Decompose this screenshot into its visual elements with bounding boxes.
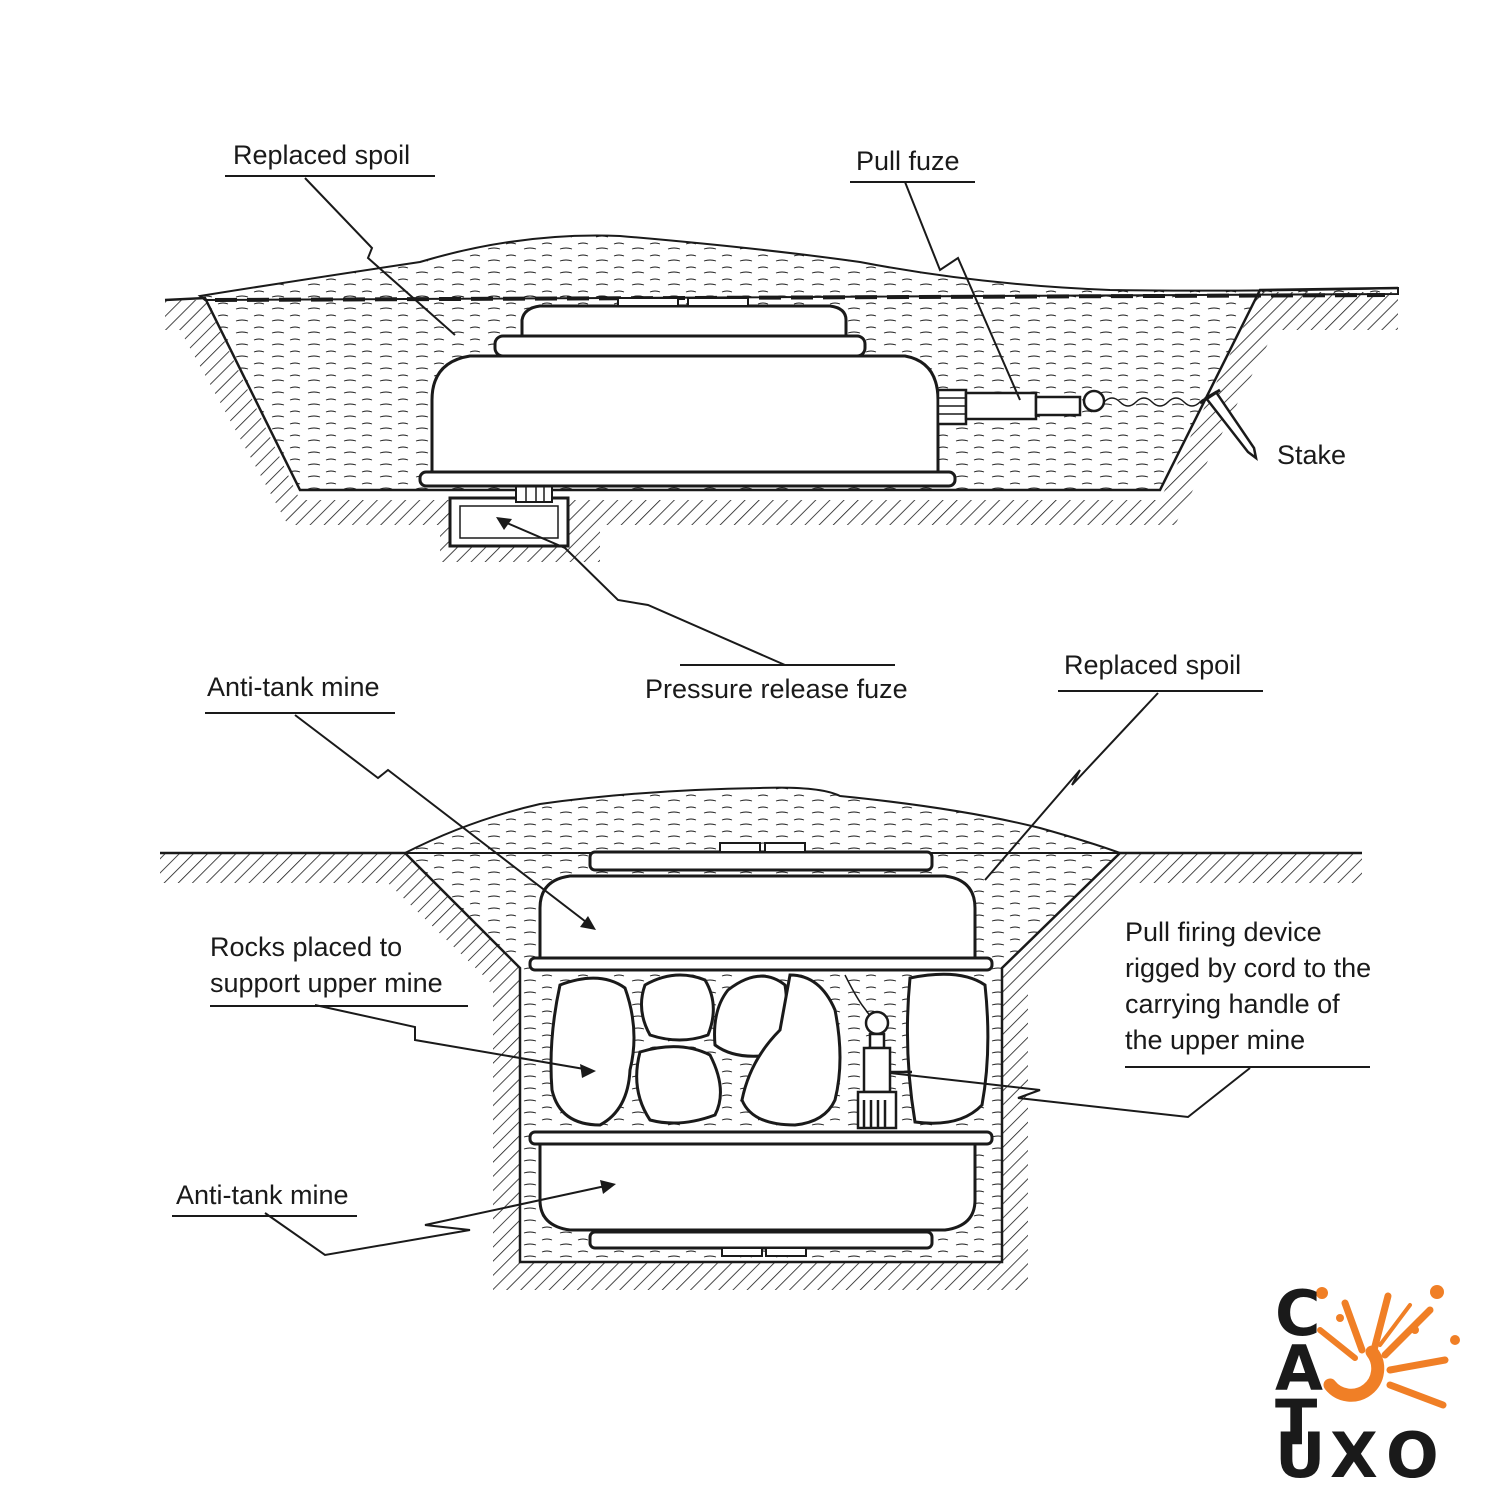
label-pull-fuze: Pull fuze (856, 146, 960, 176)
underline-pull-device (1125, 1066, 1370, 1068)
label-stake: Stake (1277, 440, 1347, 470)
stake (1199, 388, 1258, 461)
leader-pull-firing-device (889, 1067, 1251, 1119)
underline-pull-fuze (850, 181, 975, 183)
leader-pressure-release-fuze (499, 519, 786, 666)
leader-pull-fuze (904, 181, 1021, 401)
underline-rocks (210, 1005, 468, 1007)
logo-burst-icon (1316, 1285, 1460, 1409)
logo-letter-u: U (1275, 1419, 1326, 1492)
logo-letter-a: A (1275, 1332, 1323, 1405)
underline-pressure-release-fuze (680, 664, 895, 666)
top-ground-dashed-line (214, 293, 1386, 302)
label-rocks-line1: Rocks placed to (210, 932, 403, 962)
lower-anti-tank-mine (528, 1130, 994, 1257)
label-replaced-spoil-bottom: Replaced spoil (1064, 650, 1242, 680)
top-anti-tank-mine (418, 297, 957, 488)
pull-firing-device (856, 1010, 912, 1130)
bottom-diagram (160, 692, 1362, 1290)
label-pull-device-line3: carrying handle of (1125, 989, 1340, 1019)
support-rocks (549, 972, 990, 1127)
top-ground-hatch (165, 292, 1398, 562)
leader-rocks (314, 1004, 591, 1071)
pull-fuze-device (936, 388, 1217, 426)
label-pressure-release-fuze: Pressure release fuze (645, 674, 908, 704)
logo-letter-o: O (1386, 1419, 1439, 1492)
logo-letter-t: T (1275, 1386, 1318, 1459)
label-pull-device-line1: Pull firing device (1125, 917, 1322, 947)
label-pull-device-line4: the upper mine (1125, 1025, 1306, 1055)
label-anti-tank-mine-upper: Anti-tank mine (207, 672, 380, 702)
logo-letter-c: C (1275, 1277, 1321, 1350)
upper-anti-tank-mine (528, 842, 994, 972)
leader-replaced-spoil-bottom (984, 692, 1159, 881)
underline-anti-tank-mine-lower (172, 1215, 357, 1217)
underline-anti-tank-mine-upper (205, 712, 395, 714)
top-diagram (164, 177, 1399, 666)
top-spoil-mound (197, 234, 1399, 302)
underline-replaced-spoil-top (225, 175, 435, 177)
leader-anti-tank-mine-lower (264, 1184, 611, 1257)
bottom-spoil-mound (404, 786, 1121, 854)
leader-anti-tank-mine-upper (294, 714, 591, 926)
label-rocks-line2: support upper mine (210, 968, 443, 998)
logo-letter-x: X (1330, 1419, 1378, 1492)
leader-replaced-spoil-top (304, 177, 456, 336)
underline-replaced-spoil-bottom (1058, 690, 1263, 692)
label-anti-tank-mine-lower: Anti-tank mine (176, 1180, 349, 1210)
label-replaced-spoil-top: Replaced spoil (233, 140, 411, 170)
pressure-release-fuze-box (448, 485, 570, 548)
label-pull-device-line2: rigged by cord to the (1125, 953, 1372, 983)
